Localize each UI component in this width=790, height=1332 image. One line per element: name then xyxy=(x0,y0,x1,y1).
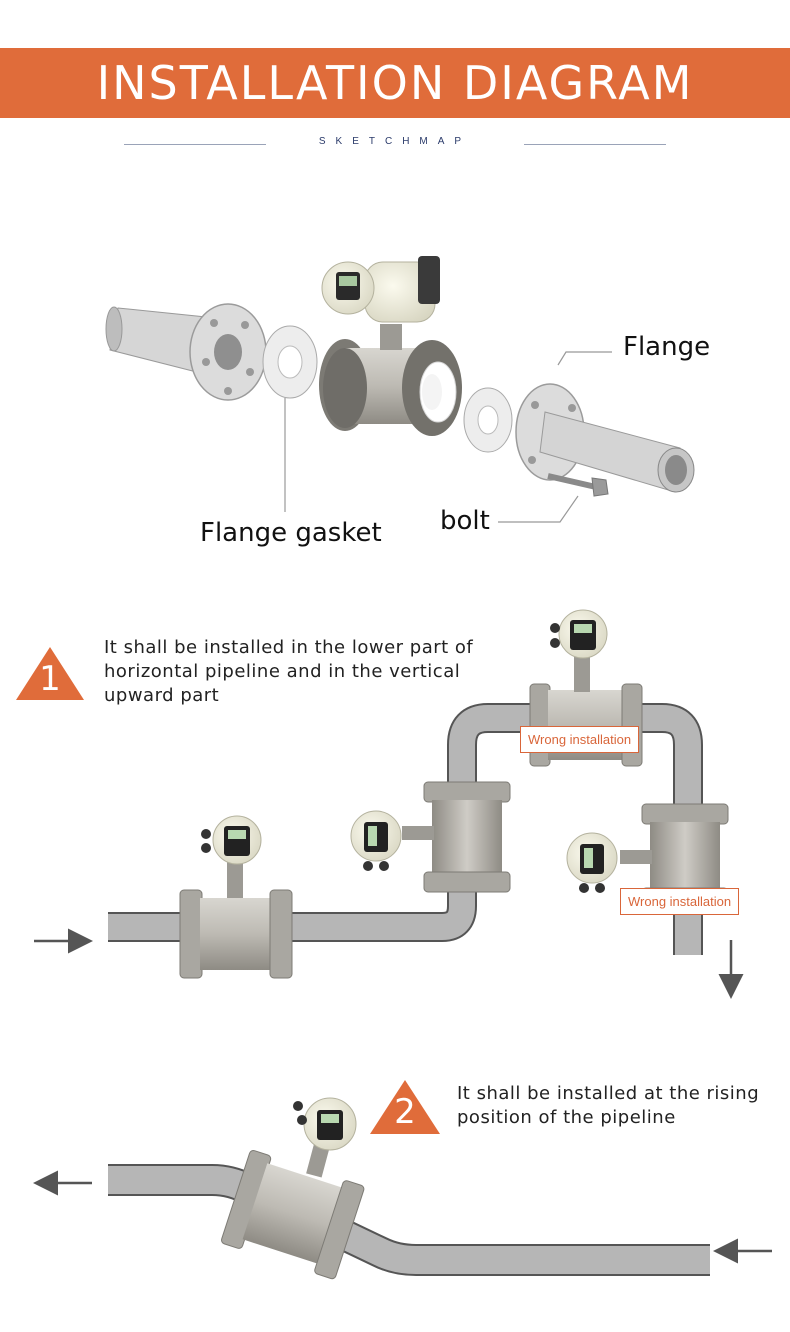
right-gasket-icon xyxy=(463,387,513,453)
meter-horizontal-correct-icon xyxy=(179,815,293,979)
exploded-view xyxy=(105,256,695,523)
step1-diagram xyxy=(16,609,744,999)
bolt-icon xyxy=(547,473,609,497)
left-gasket-icon xyxy=(262,325,318,399)
flange-label: Flange xyxy=(623,332,711,362)
meter-vertical-upward-correct-icon xyxy=(350,781,511,893)
step2-warning-triangle-icon xyxy=(370,1080,440,1134)
left-flange-icon xyxy=(189,303,267,401)
step2-diagram xyxy=(33,1080,772,1280)
rising-pipeline xyxy=(108,1166,710,1274)
pipeline xyxy=(108,705,701,955)
transmitter-head-icon xyxy=(321,256,440,323)
meter-rising-correct-icon xyxy=(221,1149,365,1280)
flowmeter-body-icon xyxy=(319,324,462,436)
step1-number: 1 xyxy=(39,659,61,699)
step1-warning-triangle-icon xyxy=(16,647,84,700)
bolt-leader-line xyxy=(498,495,579,523)
meter-rising-head-icon xyxy=(293,1097,357,1178)
step2-text: It shall be installed at the rising posi… xyxy=(457,1083,760,1128)
wrong-installation-badge-bottom: Wrong installation xyxy=(620,888,740,915)
bolt-label: bolt xyxy=(440,506,490,536)
step1-text: It shall be installed in the lower part … xyxy=(104,637,474,706)
wrong-installation-badge-top: Wrong installation xyxy=(520,726,640,753)
header-banner: INSTALLATION DIAGRAM xyxy=(0,48,790,118)
page-title: INSTALLATION DIAGRAM xyxy=(96,56,694,110)
right-flange-icon xyxy=(515,383,695,493)
page-subtitle: SKETCHMAP xyxy=(318,136,472,147)
step2-number: 2 xyxy=(394,1092,416,1132)
flange-leader-line xyxy=(557,351,612,366)
divider-right xyxy=(524,144,666,145)
divider-left xyxy=(124,144,266,145)
flange-gasket-label: Flange gasket xyxy=(200,518,382,548)
